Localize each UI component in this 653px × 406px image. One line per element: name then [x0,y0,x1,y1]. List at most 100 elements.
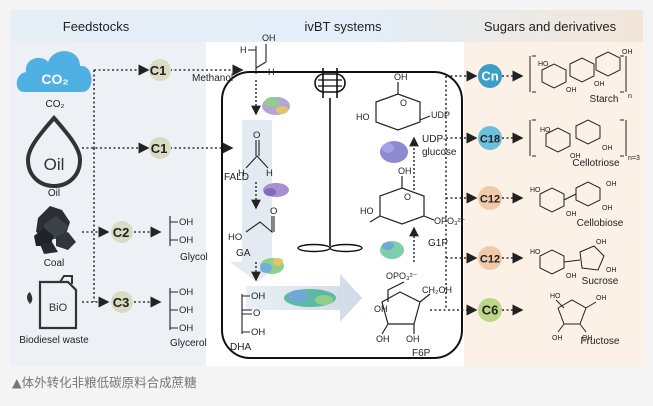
f6p-structure [381,281,431,335]
product-badge-cellobiose: C12 [478,186,502,210]
svg-text:OH: OH [262,33,276,43]
svg-text:OH: OH [596,295,607,302]
svg-text:H: H [268,67,275,77]
svg-text:HO: HO [356,112,370,122]
oil-label: Oil [48,188,60,199]
svg-text:HO: HO [228,232,242,243]
product-name-cellobiose: Cellobiose [577,218,624,229]
svg-text:OH: OH [179,323,193,334]
biodiesel-icon-text: BiO [49,302,68,314]
product-badge-cellotriose: C18 [478,126,502,150]
svg-text:OH: OH [179,287,193,298]
svg-text:OH: OH [606,267,617,274]
c2-glycol-badge: C2 [111,221,133,243]
svg-text:OH: OH [394,72,408,82]
svg-text:C1: C1 [150,63,167,78]
svg-text:O: O [270,206,277,217]
header-sugars: Sugars and derivatives [484,19,617,34]
dha-label: DHA [230,342,251,353]
product-name-starch: Starch [590,94,619,105]
svg-text:O: O [400,98,407,108]
glycol-label: Glycol [180,252,208,263]
jerrycan-icon: BiO [27,275,78,330]
ga-structure [245,216,275,234]
svg-text:HO: HO [550,293,561,300]
header-feedstocks: Feedstocks [63,19,130,34]
svg-text:C3: C3 [113,295,130,310]
product-name-cellotriose: Cellotriose [572,158,620,169]
svg-text:OH: OH [251,291,265,302]
sugar-structures [529,51,627,333]
svg-text:Cn: Cn [481,69,498,84]
product-name-fructose: Fructose [581,336,620,347]
svg-text:OH: OH [406,334,420,344]
svg-text:C1: C1 [151,141,168,156]
svg-text:OH: OH [374,304,388,314]
co2-label: CO₂ [46,99,65,110]
c3-glycerol-badge: C3 [111,291,133,313]
svg-text:OH: OH [251,327,265,338]
svg-text:O: O [253,308,260,319]
svg-text:OH: OH [602,205,613,212]
svg-text:OH: OH [179,305,193,316]
methanol-structure [248,44,267,74]
svg-text:OH: OH [552,335,563,342]
product-badge-starch: Cn [478,64,502,88]
svg-text:OH: OH [566,211,577,218]
feedstock-connectors [82,64,244,308]
udp-glucose-structure [375,82,431,131]
svg-text:H: H [266,168,273,179]
coal-label: Coal [44,258,65,269]
ivbt-box [221,71,463,359]
enzyme-5-icon [380,241,404,259]
cloud-icon: CO₂ [16,51,92,92]
svg-text:HO: HO [360,206,374,216]
udp-glucose-label-2: glucose [422,147,457,158]
f6p-label: F6P [412,348,431,359]
svg-text:OH: OH [566,273,577,280]
coal-icon [34,206,76,254]
fald-label: FALD [224,172,249,183]
svg-text:C12: C12 [480,254,500,266]
svg-text:OH: OH [179,235,193,246]
header-band [10,10,643,42]
svg-text:OH: OH [179,217,193,228]
svg-text:OH: OH [570,153,581,160]
ga-label: GA [236,248,251,259]
methanol-label: Methanol [192,73,233,84]
svg-text:C18: C18 [480,134,500,146]
product-names: StarchCellotrioseCellobioseSucroseFructo… [572,94,623,347]
svg-text:HO: HO [530,249,541,256]
product-badge-sucrose: C12 [478,246,502,270]
svg-text:OH: OH [602,145,613,152]
glycerol-label: Glycerol [170,338,207,349]
pathway-figure: Feedstocks ivBT systems Sugars and deriv… [10,10,643,366]
svg-text:OH: OH [398,166,412,176]
enzyme-3-icon [260,258,284,274]
svg-text:UDP: UDP [431,110,450,120]
c1-methanol-badge: C1 [149,59,171,81]
g1p-label: G1P [428,238,448,249]
svg-text:OH: OH [596,239,607,246]
enzyme-6-icon [380,141,408,163]
svg-text:OPO₃²⁻: OPO₃²⁻ [434,216,466,226]
svg-text:H: H [240,45,247,55]
oil-icon-text: Oil [44,155,65,174]
svg-text:C12: C12 [480,194,500,206]
svg-text:O: O [404,192,411,202]
svg-text:C6: C6 [482,303,499,318]
svg-text:OH: OH [376,334,390,344]
udp-glucose-label-1: UDP- [422,134,446,145]
svg-text:OH: OH [594,81,605,88]
svg-text:CH₂OH: CH₂OH [422,285,452,295]
svg-text:C2: C2 [113,225,130,240]
pathway-diagram: Feedstocks ivBT systems Sugars and deriv… [10,10,643,366]
biodiesel-label: Biodiesel waste [19,335,89,346]
oil-drop-icon: Oil [25,114,83,189]
glycol-structure [169,216,178,246]
glycerol-structure [169,288,178,330]
svg-text:HO: HO [530,187,541,194]
g1p-structure [369,176,435,225]
rotor-icon [297,68,363,253]
